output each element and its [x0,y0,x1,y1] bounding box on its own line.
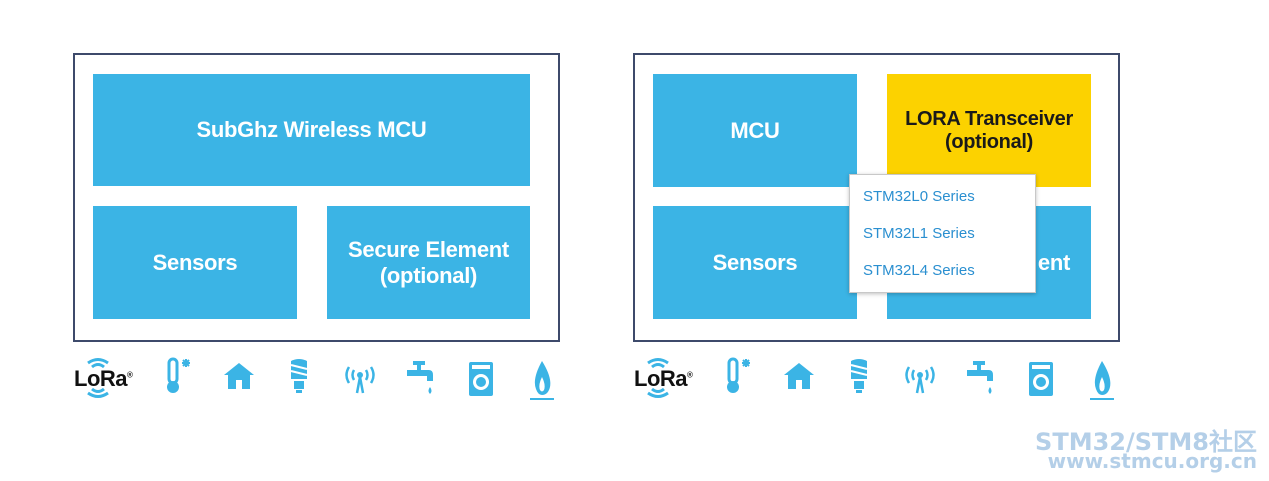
sensors-block-right: Sensors [653,206,857,319]
dropdown-item-stm32l1[interactable]: STM32L1 Series [863,225,975,242]
icon-row-left: LoRa® [72,355,572,415]
lora-logo-text: LoRa [634,366,688,391]
mcu-series-dropdown: STM32L0 Series STM32L1 Series STM32L4 Se… [849,174,1036,293]
thermometer-icon [164,355,194,400]
washing-machine-icon [468,361,494,402]
sensors-block: Sensors [93,206,297,319]
lora-logo: LoRa® [632,355,712,405]
light-bulb-icon [287,357,311,402]
mcu-block[interactable]: MCU [653,74,857,187]
watermark-line2: www.stmcu.org.cn [1047,449,1257,473]
gas-flame-icon [528,357,556,408]
icon-row-right: LoRa® [632,355,1132,415]
light-bulb-icon [847,357,871,402]
dropdown-item-stm32l0[interactable]: STM32L0 Series [863,188,975,205]
thermometer-icon [724,355,754,400]
secure-element-block: Secure Element (optional) [327,206,530,319]
home-icon [222,361,256,396]
subghz-wireless-mcu-block: SubGhz Wireless MCU [93,74,530,186]
lora-logo: LoRa® [72,355,152,405]
lora-registered-mark: ® [127,370,133,380]
water-tap-icon [405,359,439,404]
water-tap-icon [965,359,999,404]
antenna-icon [344,363,376,400]
watermark-line1: STM32/STM8社区 [1035,428,1257,456]
lora-logo-text: LoRa [74,366,128,391]
lora-registered-mark: ® [687,370,693,380]
washing-machine-icon [1028,361,1054,402]
secure-element-partial-label: ent [1037,249,1070,275]
home-icon [782,361,816,396]
dropdown-item-stm32l4[interactable]: STM32L4 Series [863,262,975,279]
antenna-icon [904,363,936,400]
left-panel: SubGhz Wireless MCU Sensors Secure Eleme… [73,53,560,342]
lora-transceiver-block: LORA Transceiver (optional) [887,74,1091,187]
gas-flame-icon [1088,357,1116,408]
